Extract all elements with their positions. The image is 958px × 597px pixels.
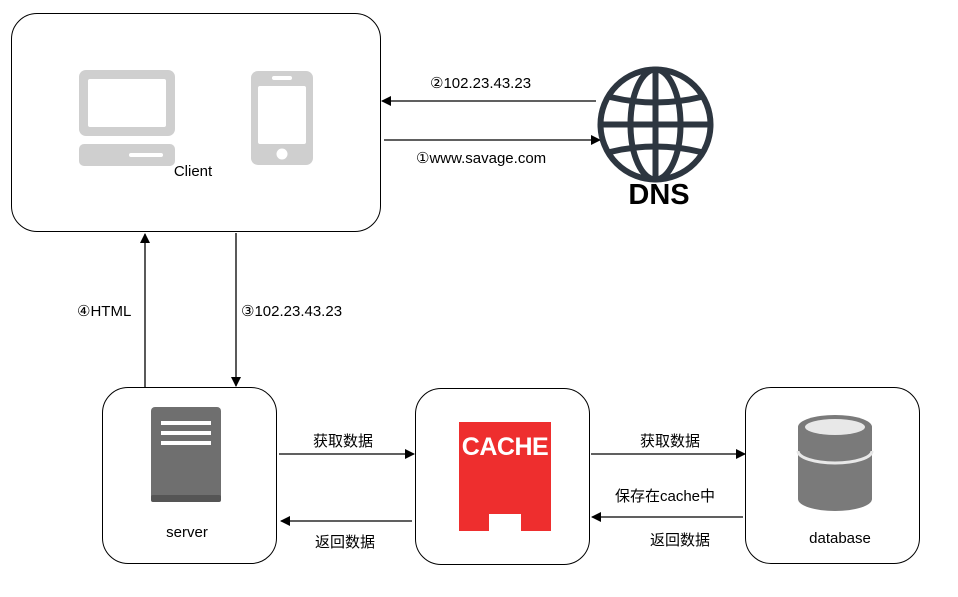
client-box: Client: [11, 13, 381, 232]
server-rack-icon: [151, 407, 221, 502]
cache-icon: [459, 422, 551, 531]
html-response-label: ④HTML: [77, 303, 132, 320]
mobile-phone-icon: [251, 71, 313, 165]
server-box: server: [102, 387, 277, 564]
cache-to-server-label: 返回数据: [315, 534, 376, 551]
save-to-cache-label: 保存在cache中: [615, 488, 716, 505]
database-box: database: [745, 387, 920, 564]
database-label: database: [809, 530, 871, 547]
database-icon: [796, 415, 874, 511]
server-label: server: [166, 524, 208, 541]
dns-reply-label: ②102.23.43.23: [430, 75, 532, 92]
dns-query-label: ①www.savage.com: [416, 150, 547, 167]
server-request-label: ③102.23.43.23: [241, 303, 343, 320]
cache-to-db-label: 获取数据: [640, 433, 701, 450]
cache-label: CACHE: [461, 433, 549, 461]
client-label: Client: [173, 163, 213, 180]
db-to-cache-label: 返回数据: [650, 532, 711, 549]
desktop-computer-icon: [79, 70, 175, 166]
server-to-cache-label: 获取数据: [313, 433, 374, 450]
dns-label: DNS: [628, 179, 690, 211]
globe-icon: [597, 66, 714, 183]
cache-box: CACHE: [415, 388, 590, 565]
